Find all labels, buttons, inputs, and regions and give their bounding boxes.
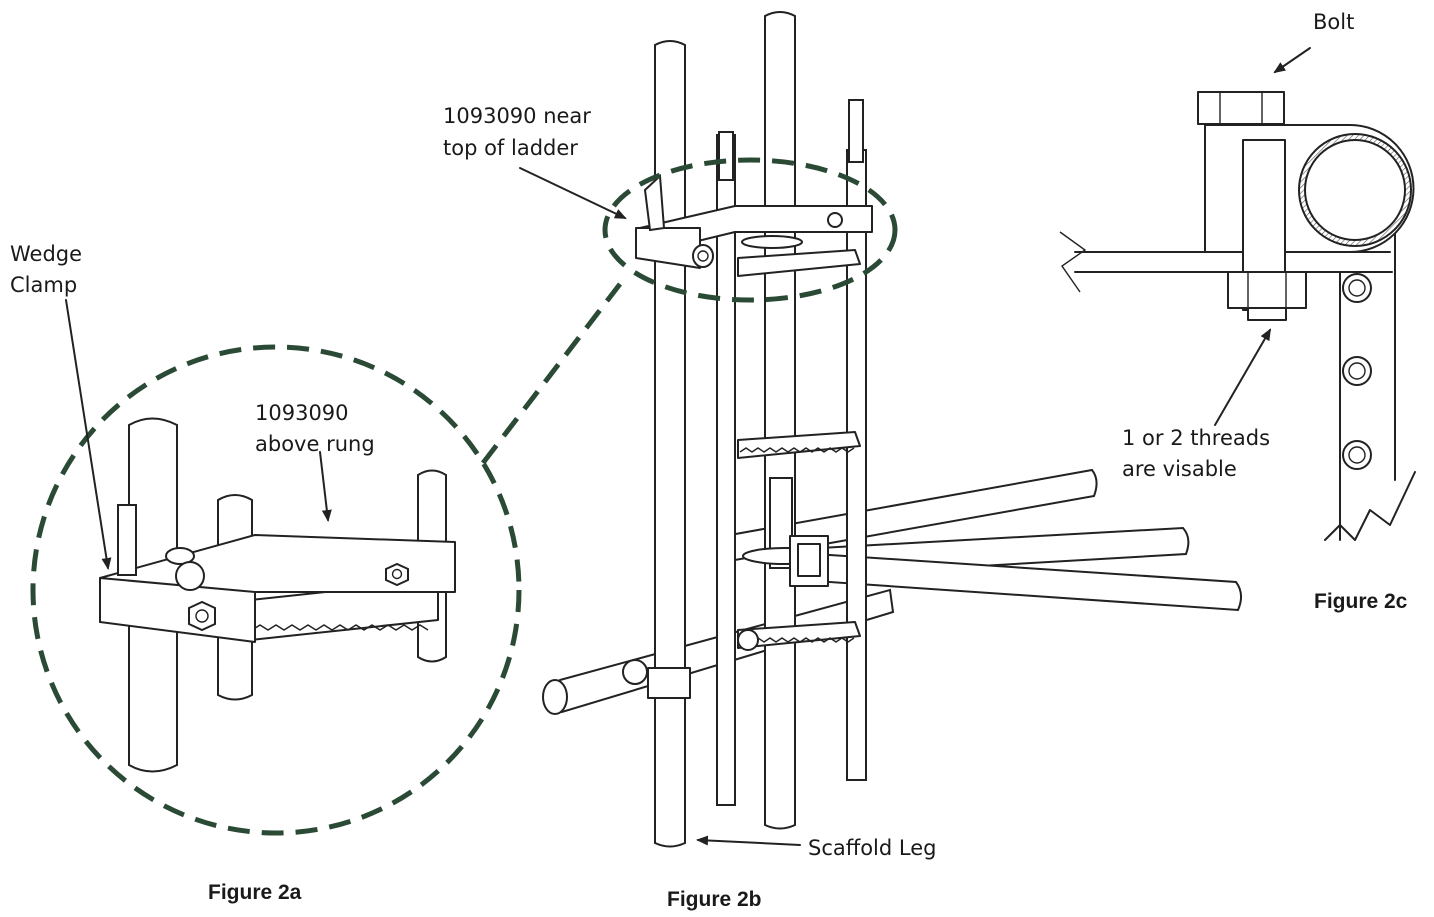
label-bolt: Bolt	[1313, 10, 1355, 34]
callout-circles	[30, 157, 898, 836]
label-above-rung-line1: 1093090	[255, 401, 349, 425]
label-wedge-clamp-line2: Clamp	[10, 273, 78, 297]
figure-2a-detail	[99, 417, 456, 773]
ladder-rungs	[737, 249, 861, 649]
label-near-top-line2: top of ladder	[443, 136, 578, 160]
label-scaffold-leg: Scaffold Leg	[808, 836, 937, 860]
figure-2c-bolt-detail	[1059, 91, 1416, 541]
ladder-mid-clamp	[622, 477, 829, 699]
figure-2b-ladder	[542, 11, 1242, 848]
leader-lines	[65, 47, 1311, 846]
top-bracket-1093090	[635, 173, 873, 269]
caption-figure-2b: Figure 2b	[667, 888, 762, 911]
label-wedge-clamp-line1: Wedge	[10, 242, 83, 266]
label-above-rung-line2: above rung	[255, 432, 375, 456]
caption-figure-2c: Figure 2c	[1314, 590, 1408, 613]
label-threads-line2: are visable	[1122, 457, 1237, 481]
caption-figure-2a: Figure 2a	[208, 881, 302, 904]
label-threads-line1: 1 or 2 threads	[1122, 426, 1271, 450]
label-near-top-line1: 1093090 near	[443, 104, 591, 128]
